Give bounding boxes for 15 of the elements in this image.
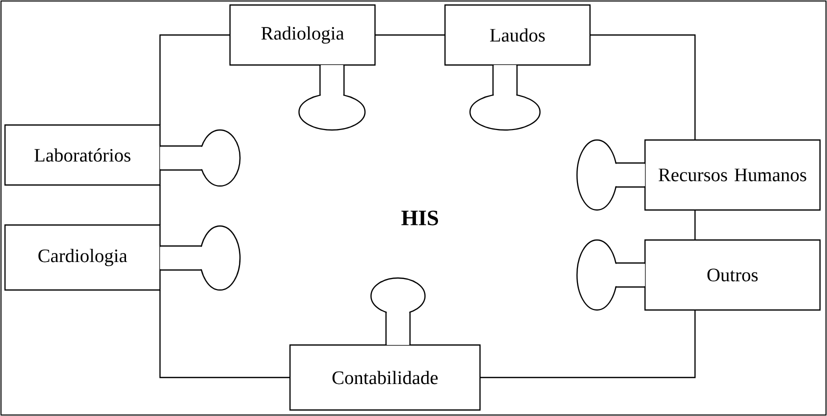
connector-line (159, 290, 290, 378)
puzzle-box: Cardiologia (4, 224, 241, 291)
puzzle-box: Contabilidade (289, 277, 481, 411)
connector-line (375, 34, 445, 36)
puzzle-box: Laboratórios (4, 124, 241, 187)
connector-line (694, 210, 696, 240)
puzzle-box: Outros (576, 239, 821, 311)
puzzle-box: Radiologia (229, 4, 376, 131)
connector-line (159, 185, 161, 225)
puzzle-box: Laudos (444, 4, 591, 131)
connector-line (159, 34, 230, 125)
connector-line (590, 34, 696, 140)
puzzle-box: Recursos Humanos (576, 139, 821, 211)
center-label: HIS (401, 210, 438, 226)
connector-line (480, 310, 696, 378)
